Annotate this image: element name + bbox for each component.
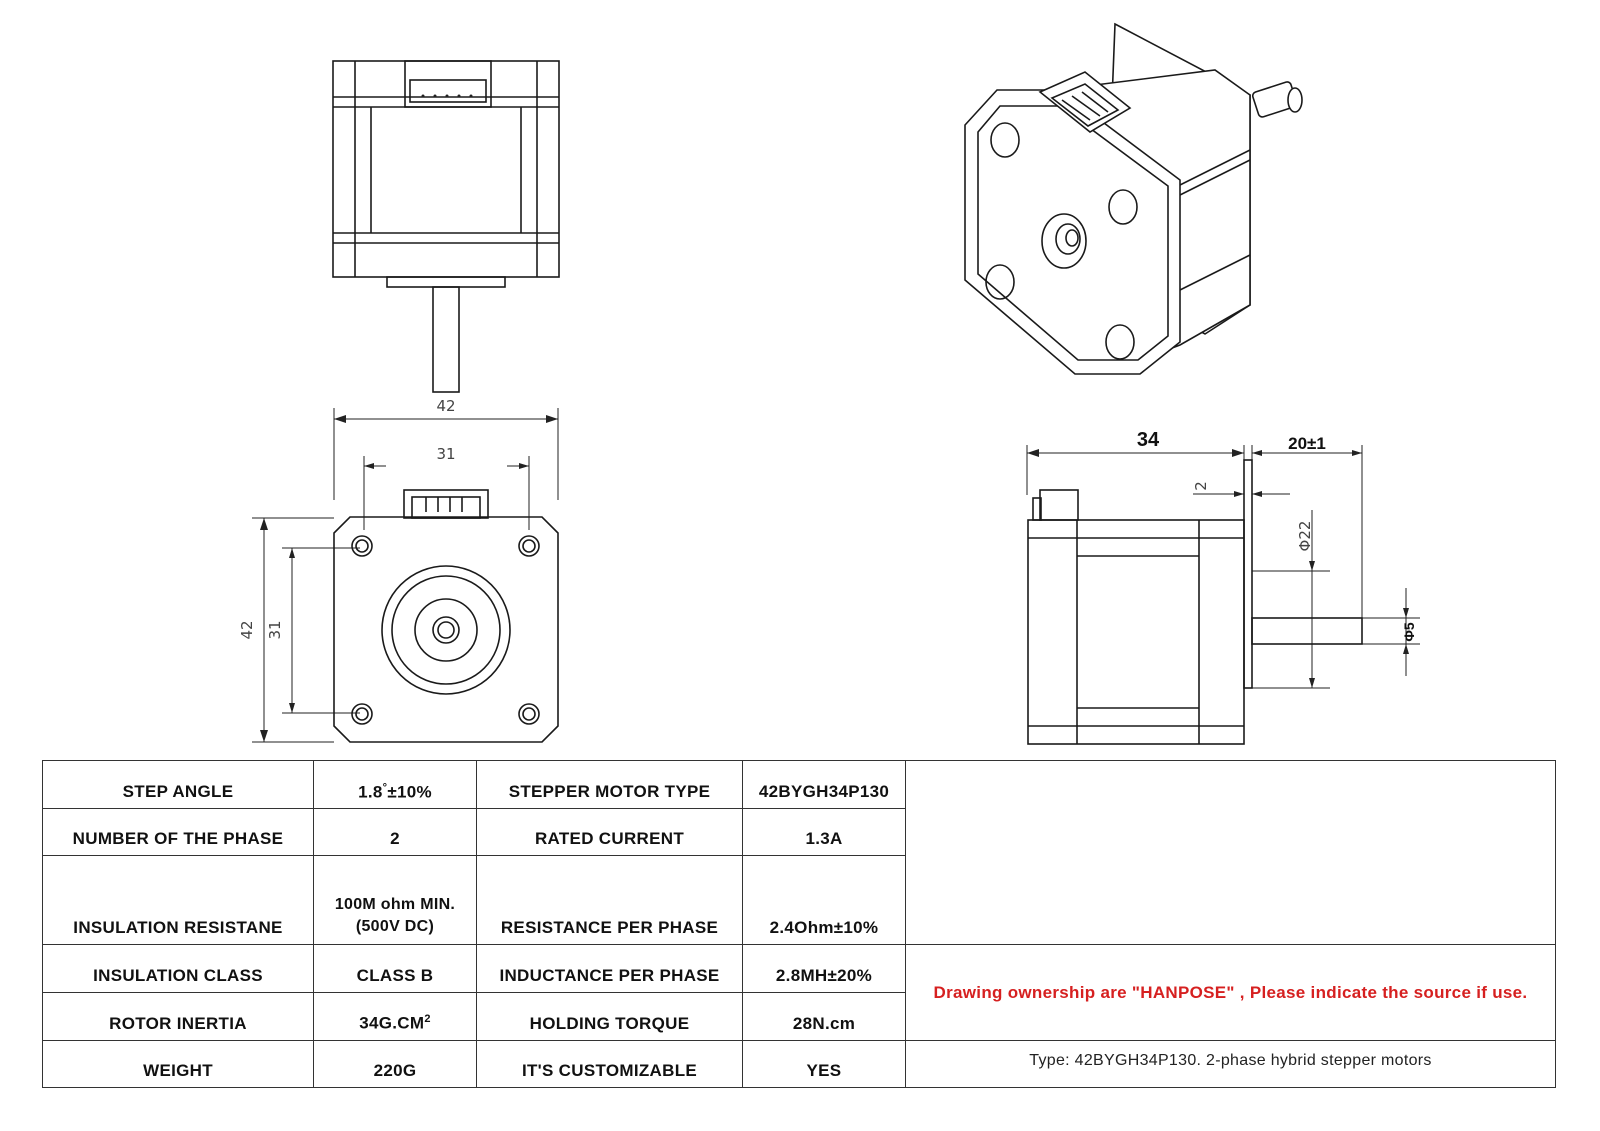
flange-dim: 2 xyxy=(1192,481,1210,491)
type-note: Type: 42BYGH34P130. 2-phase hybrid stepp… xyxy=(905,1039,1556,1089)
spec-value: 1.8°±10% xyxy=(313,759,477,810)
spec-label: INSULATION RESISTANE xyxy=(42,855,314,946)
spec-value: 220G xyxy=(313,1039,477,1089)
spec-label: STEPPER MOTOR TYPE xyxy=(476,759,743,810)
spec-label: HOLDING TORQUE xyxy=(476,991,743,1041)
width-dim-42: 42 xyxy=(436,397,455,415)
blank-cell xyxy=(905,759,1556,946)
spec-value: 2.4Ohm±10% xyxy=(742,855,906,946)
spec-label: NUMBER OF THE PHASE xyxy=(42,808,314,857)
height-dim-42: 42 xyxy=(238,620,256,639)
boss-dia-dim: Φ22 xyxy=(1296,521,1314,552)
spec-label: IT'S CUSTOMIZABLE xyxy=(476,1039,743,1089)
shaft-length-dim: 20±1 xyxy=(1288,434,1326,453)
table-row: INSULATION RESISTANE 100M ohm MIN.(500V … xyxy=(42,855,1556,946)
spec-label: STEP ANGLE xyxy=(42,759,314,810)
spec-label: ROTOR INERTIA xyxy=(42,991,314,1041)
table-row: WEIGHT 220G IT'S CUSTOMIZABLE YES Type: … xyxy=(42,1039,1556,1089)
spec-label: RESISTANCE PER PHASE xyxy=(476,855,743,946)
height-hole-dim-31: 31 xyxy=(266,620,284,639)
table-row: INSULATION CLASS CLASS B INDUCTANCE PER … xyxy=(42,944,1556,1041)
table-row: NUMBER OF THE PHASE 2 RATED CURRENT 1.3A xyxy=(42,808,1556,857)
spec-value: 1.3A xyxy=(742,808,906,857)
hole-dim-31: 31 xyxy=(436,445,455,463)
spec-label: INDUCTANCE PER PHASE xyxy=(476,944,743,993)
spec-value: 2.8MH±20% xyxy=(742,944,906,993)
spec-value: 34G.CM2 xyxy=(313,991,477,1041)
connector-pins xyxy=(421,94,473,98)
spec-label: INSULATION CLASS xyxy=(42,944,314,993)
motor-isometric-view xyxy=(964,22,1303,375)
spec-value: CLASS B xyxy=(313,944,477,993)
motor-front-view: 42 31 42 31 xyxy=(238,397,559,743)
spec-value: 100M ohm MIN.(500V DC) xyxy=(313,855,477,946)
motor-type-value: 42BYGH34P130 xyxy=(742,759,906,810)
spec-label: RATED CURRENT xyxy=(476,808,743,857)
technical-drawing: 42 31 42 31 xyxy=(238,22,1420,745)
spec-table: STEP ANGLE 1.8°±10% STEPPER MOTOR TYPE 4… xyxy=(42,759,1556,1089)
table-row: ROTOR INERTIA 34G.CM2 HOLDING TORQUE 28N… xyxy=(42,991,1556,1041)
table-row: STEP ANGLE 1.8°±10% STEPPER MOTOR TYPE 4… xyxy=(42,759,1556,946)
spec-value: 28N.cm xyxy=(742,991,906,1041)
spec-label: WEIGHT xyxy=(42,1039,314,1089)
ownership-note: Drawing ownership are "HANPOSE" , Please… xyxy=(905,944,1556,1041)
body-length-dim: 34 xyxy=(1137,429,1160,451)
spec-value: 2 xyxy=(313,808,477,857)
spec-value: YES xyxy=(742,1039,906,1089)
motor-side-view: 34 20±1 2 Φ22 Φ5 xyxy=(1026,429,1420,745)
shaft-dia-dim: Φ5 xyxy=(1401,622,1417,641)
motor-elevation-view xyxy=(332,60,560,393)
